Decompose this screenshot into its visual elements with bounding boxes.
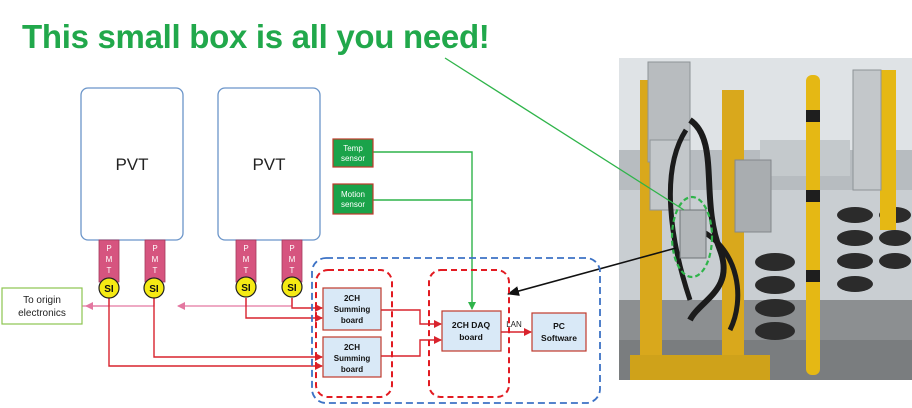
- pmt-tube-3: P M T: [235, 239, 257, 283]
- origin-electronics-label: To origin: [23, 295, 61, 306]
- svg-text:2CH: 2CH: [344, 294, 360, 303]
- si-junction-1: SI: [98, 277, 120, 299]
- pvt-label-2: PVT: [252, 155, 285, 174]
- temp-sensor: Temp sensor: [332, 138, 374, 168]
- svg-text:Temp: Temp: [343, 144, 363, 153]
- tire-stack-icon: [755, 207, 911, 340]
- svg-text:2CH: 2CH: [344, 343, 360, 352]
- svg-text:SI: SI: [287, 283, 297, 294]
- small-box-icon: [679, 209, 707, 259]
- svg-text:T: T: [153, 266, 158, 275]
- origin-electronics-label-2: electronics: [18, 308, 66, 319]
- pmt-tube-1: P M T: [98, 239, 120, 283]
- si-junction-2: SI: [143, 277, 165, 299]
- svg-text:M: M: [106, 255, 113, 264]
- summing-board-2: 2CH Summing board: [322, 336, 382, 378]
- si-junction-4: SI: [281, 276, 303, 298]
- system-enclosure: [311, 257, 601, 404]
- svg-text:board: board: [341, 365, 363, 374]
- pc-software: PC Software: [531, 312, 587, 352]
- svg-text:P: P: [152, 244, 157, 253]
- svg-text:Summing: Summing: [334, 354, 371, 363]
- daq-board: 2CH DAQ board: [441, 310, 502, 352]
- summing-enclosure: [315, 269, 393, 398]
- motion-sensor: Motion sensor: [332, 183, 374, 215]
- daq-enclosure: [428, 269, 510, 398]
- svg-text:P: P: [289, 244, 294, 253]
- svg-text:P: P: [106, 244, 111, 253]
- svg-text:Motion: Motion: [341, 190, 365, 199]
- pvt-label-1: PVT: [115, 155, 148, 174]
- svg-text:P: P: [243, 244, 248, 253]
- svg-text:T: T: [107, 266, 112, 275]
- pvt-box-1: [80, 87, 184, 241]
- svg-text:PC: PC: [553, 321, 565, 331]
- svg-text:M: M: [243, 255, 250, 264]
- pmt-tube-2: P M T: [144, 239, 166, 283]
- roadside-detector-cabinet-icon: [647, 61, 882, 233]
- svg-text:T: T: [244, 266, 249, 275]
- svg-text:2CH DAQ: 2CH DAQ: [452, 320, 491, 330]
- svg-text:SI: SI: [241, 283, 251, 294]
- svg-text:sensor: sensor: [341, 200, 365, 209]
- yellow-post-icon: [806, 70, 896, 375]
- svg-text:T: T: [290, 266, 295, 275]
- svg-text:Software: Software: [541, 333, 577, 343]
- svg-text:sensor: sensor: [341, 154, 365, 163]
- summing-board-1: 2CH Summing board: [322, 287, 382, 331]
- site-photo: [619, 58, 912, 380]
- svg-text:Summing: Summing: [334, 305, 371, 314]
- svg-text:M: M: [289, 255, 296, 264]
- lan-label: LAN: [506, 320, 522, 329]
- svg-text:SI: SI: [104, 284, 114, 295]
- svg-text:M: M: [152, 255, 159, 264]
- pmt-tube-4: P M T: [281, 239, 303, 283]
- svg-text:SI: SI: [149, 284, 159, 295]
- pvt-box-2: [217, 87, 321, 241]
- origin-electronics-box: [1, 287, 83, 325]
- si-junction-3: SI: [235, 276, 257, 298]
- svg-text:board: board: [459, 332, 483, 342]
- svg-text:board: board: [341, 316, 363, 325]
- page-title: This small box is all you need!: [22, 18, 490, 55]
